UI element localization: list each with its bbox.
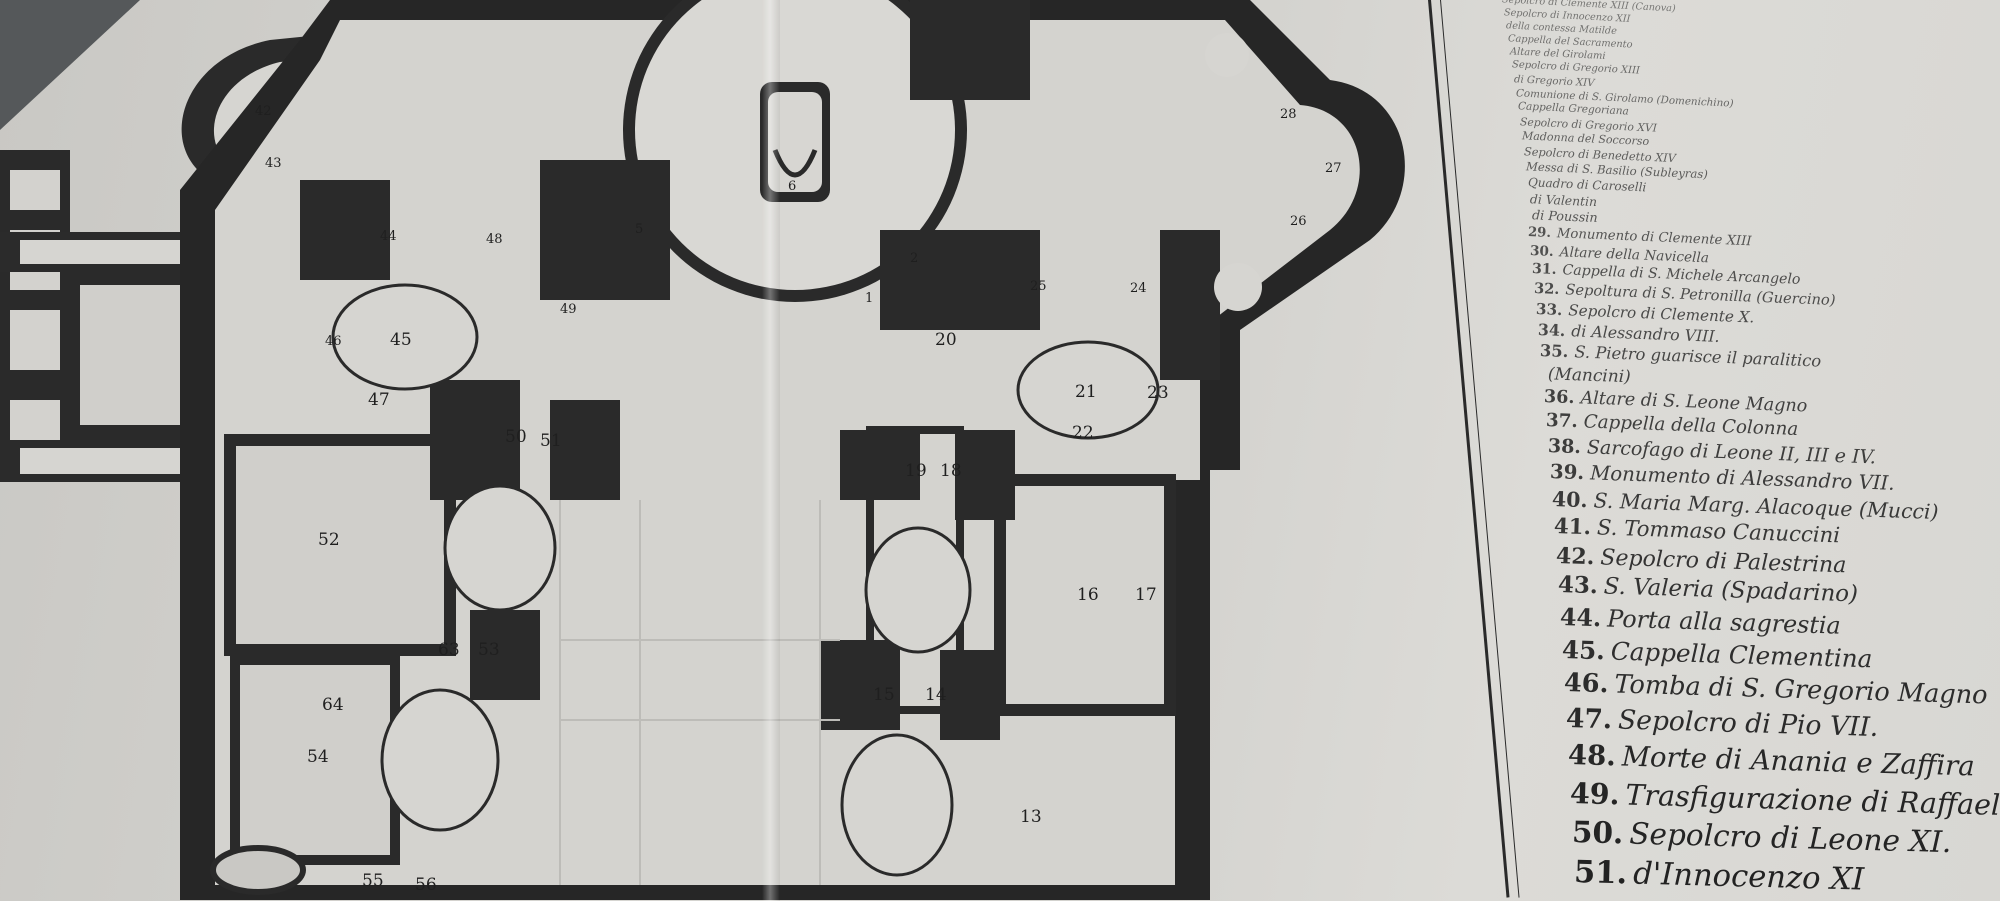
plan-number: 46: [325, 334, 342, 349]
legend-number: 51.: [1573, 853, 1628, 892]
plan-number: 17: [1135, 585, 1157, 605]
plan-number: 42: [255, 104, 272, 119]
plan-number: 45: [390, 330, 412, 350]
plan-number: 48: [486, 232, 503, 247]
plan-number: 24: [1130, 281, 1147, 296]
legend-text: di Poussin: [1531, 208, 1598, 226]
legend-number: 29.: [1527, 224, 1552, 241]
plan-number: 27: [1325, 161, 1342, 176]
legend-number: [1496, 0, 1497, 5]
plan-number: 55: [362, 871, 384, 891]
plan-number: 16: [1077, 585, 1099, 605]
chapel-21: [1016, 340, 1160, 440]
legend-number: 34.: [1537, 320, 1566, 341]
plan-number: 23: [1147, 383, 1169, 403]
legend-number: [1542, 363, 1543, 383]
legend-number: [1516, 129, 1517, 142]
legend-number: 38.: [1547, 434, 1582, 458]
plan-number: 5: [635, 222, 643, 237]
legend-number: [1524, 191, 1525, 206]
plan-number: 63: [438, 640, 460, 660]
chapel-45: [331, 283, 479, 391]
plan-number: 49: [560, 302, 577, 317]
legend-number: [1504, 46, 1505, 57]
legend-number: 33.: [1535, 299, 1563, 319]
plan-number: 44: [380, 229, 397, 244]
legend-number: 32.: [1533, 280, 1560, 299]
legend-number: [1514, 115, 1515, 128]
legend-number: 45.: [1561, 635, 1606, 666]
legend-number: 46.: [1563, 668, 1609, 700]
legend-number: 40.: [1551, 486, 1588, 512]
legend-number: [1502, 33, 1503, 44]
legend-number: 36.: [1543, 386, 1575, 409]
legend-number: [1506, 59, 1507, 70]
legend-text: d'Innocenzo XI: [1632, 856, 1865, 898]
plan-number: 64: [322, 695, 344, 715]
plan-number: 56: [415, 875, 437, 895]
legend-number: 30.: [1529, 242, 1555, 260]
legend-number: 49.: [1569, 775, 1621, 811]
plan-number: 13: [1020, 807, 1042, 827]
legend-number: [1498, 7, 1499, 18]
plan-number: 20: [935, 330, 957, 350]
plan-number: 53: [478, 640, 500, 660]
plan-number: 43: [265, 156, 282, 171]
plan-number: 15: [873, 685, 895, 705]
legend-number: 37.: [1545, 409, 1579, 433]
legend-number: [1520, 159, 1521, 173]
plan-number: 19: [905, 461, 927, 481]
plan-number: 52: [318, 530, 340, 550]
legend-number: [1512, 100, 1513, 112]
plan-number: 18: [940, 461, 962, 481]
legend-number: 35.: [1539, 341, 1569, 362]
plan-number: 50: [505, 427, 527, 447]
legend-number: 42.: [1555, 542, 1595, 570]
legend-number: 44.: [1559, 603, 1602, 633]
legend-item: (Mancini): [1542, 363, 1632, 387]
legend-item: di Poussin: [1526, 208, 1598, 226]
legend-number: [1510, 87, 1511, 99]
plan-number: 22: [1072, 423, 1094, 443]
plan-number: 54: [307, 747, 329, 767]
plan-number: 14: [925, 685, 947, 705]
legend-number: [1500, 20, 1501, 31]
plan-number: 1: [865, 291, 873, 306]
plan-number: 21: [1075, 382, 1097, 402]
legend-number: [1526, 208, 1527, 223]
left-corner-block: [0, 0, 140, 130]
plan-number: 2: [910, 251, 918, 266]
legend-number: 31.: [1531, 261, 1557, 279]
legend-number: 41.: [1553, 514, 1592, 541]
legend-text: (Mancini): [1547, 363, 1632, 387]
legend-number: 50.: [1571, 814, 1624, 851]
legend-number: [1508, 73, 1509, 85]
legend-number: [1522, 175, 1523, 189]
legend-number: 48.: [1567, 738, 1617, 772]
legend-number: [1518, 144, 1519, 158]
legend-number: 39.: [1549, 460, 1585, 485]
plan-number: 47: [368, 390, 390, 410]
plan-number: 51: [540, 431, 562, 451]
plan-number: 25: [1030, 279, 1047, 294]
legend-item: 51.d'Innocenzo XI: [1574, 854, 1865, 898]
legend-number: 47.: [1565, 702, 1613, 736]
baptismal-font: [210, 845, 306, 895]
plan-number: 26: [1290, 214, 1307, 229]
plan-number: 6: [788, 179, 796, 194]
legend-number: 43.: [1557, 572, 1599, 600]
plan-number: 28: [1280, 107, 1297, 122]
